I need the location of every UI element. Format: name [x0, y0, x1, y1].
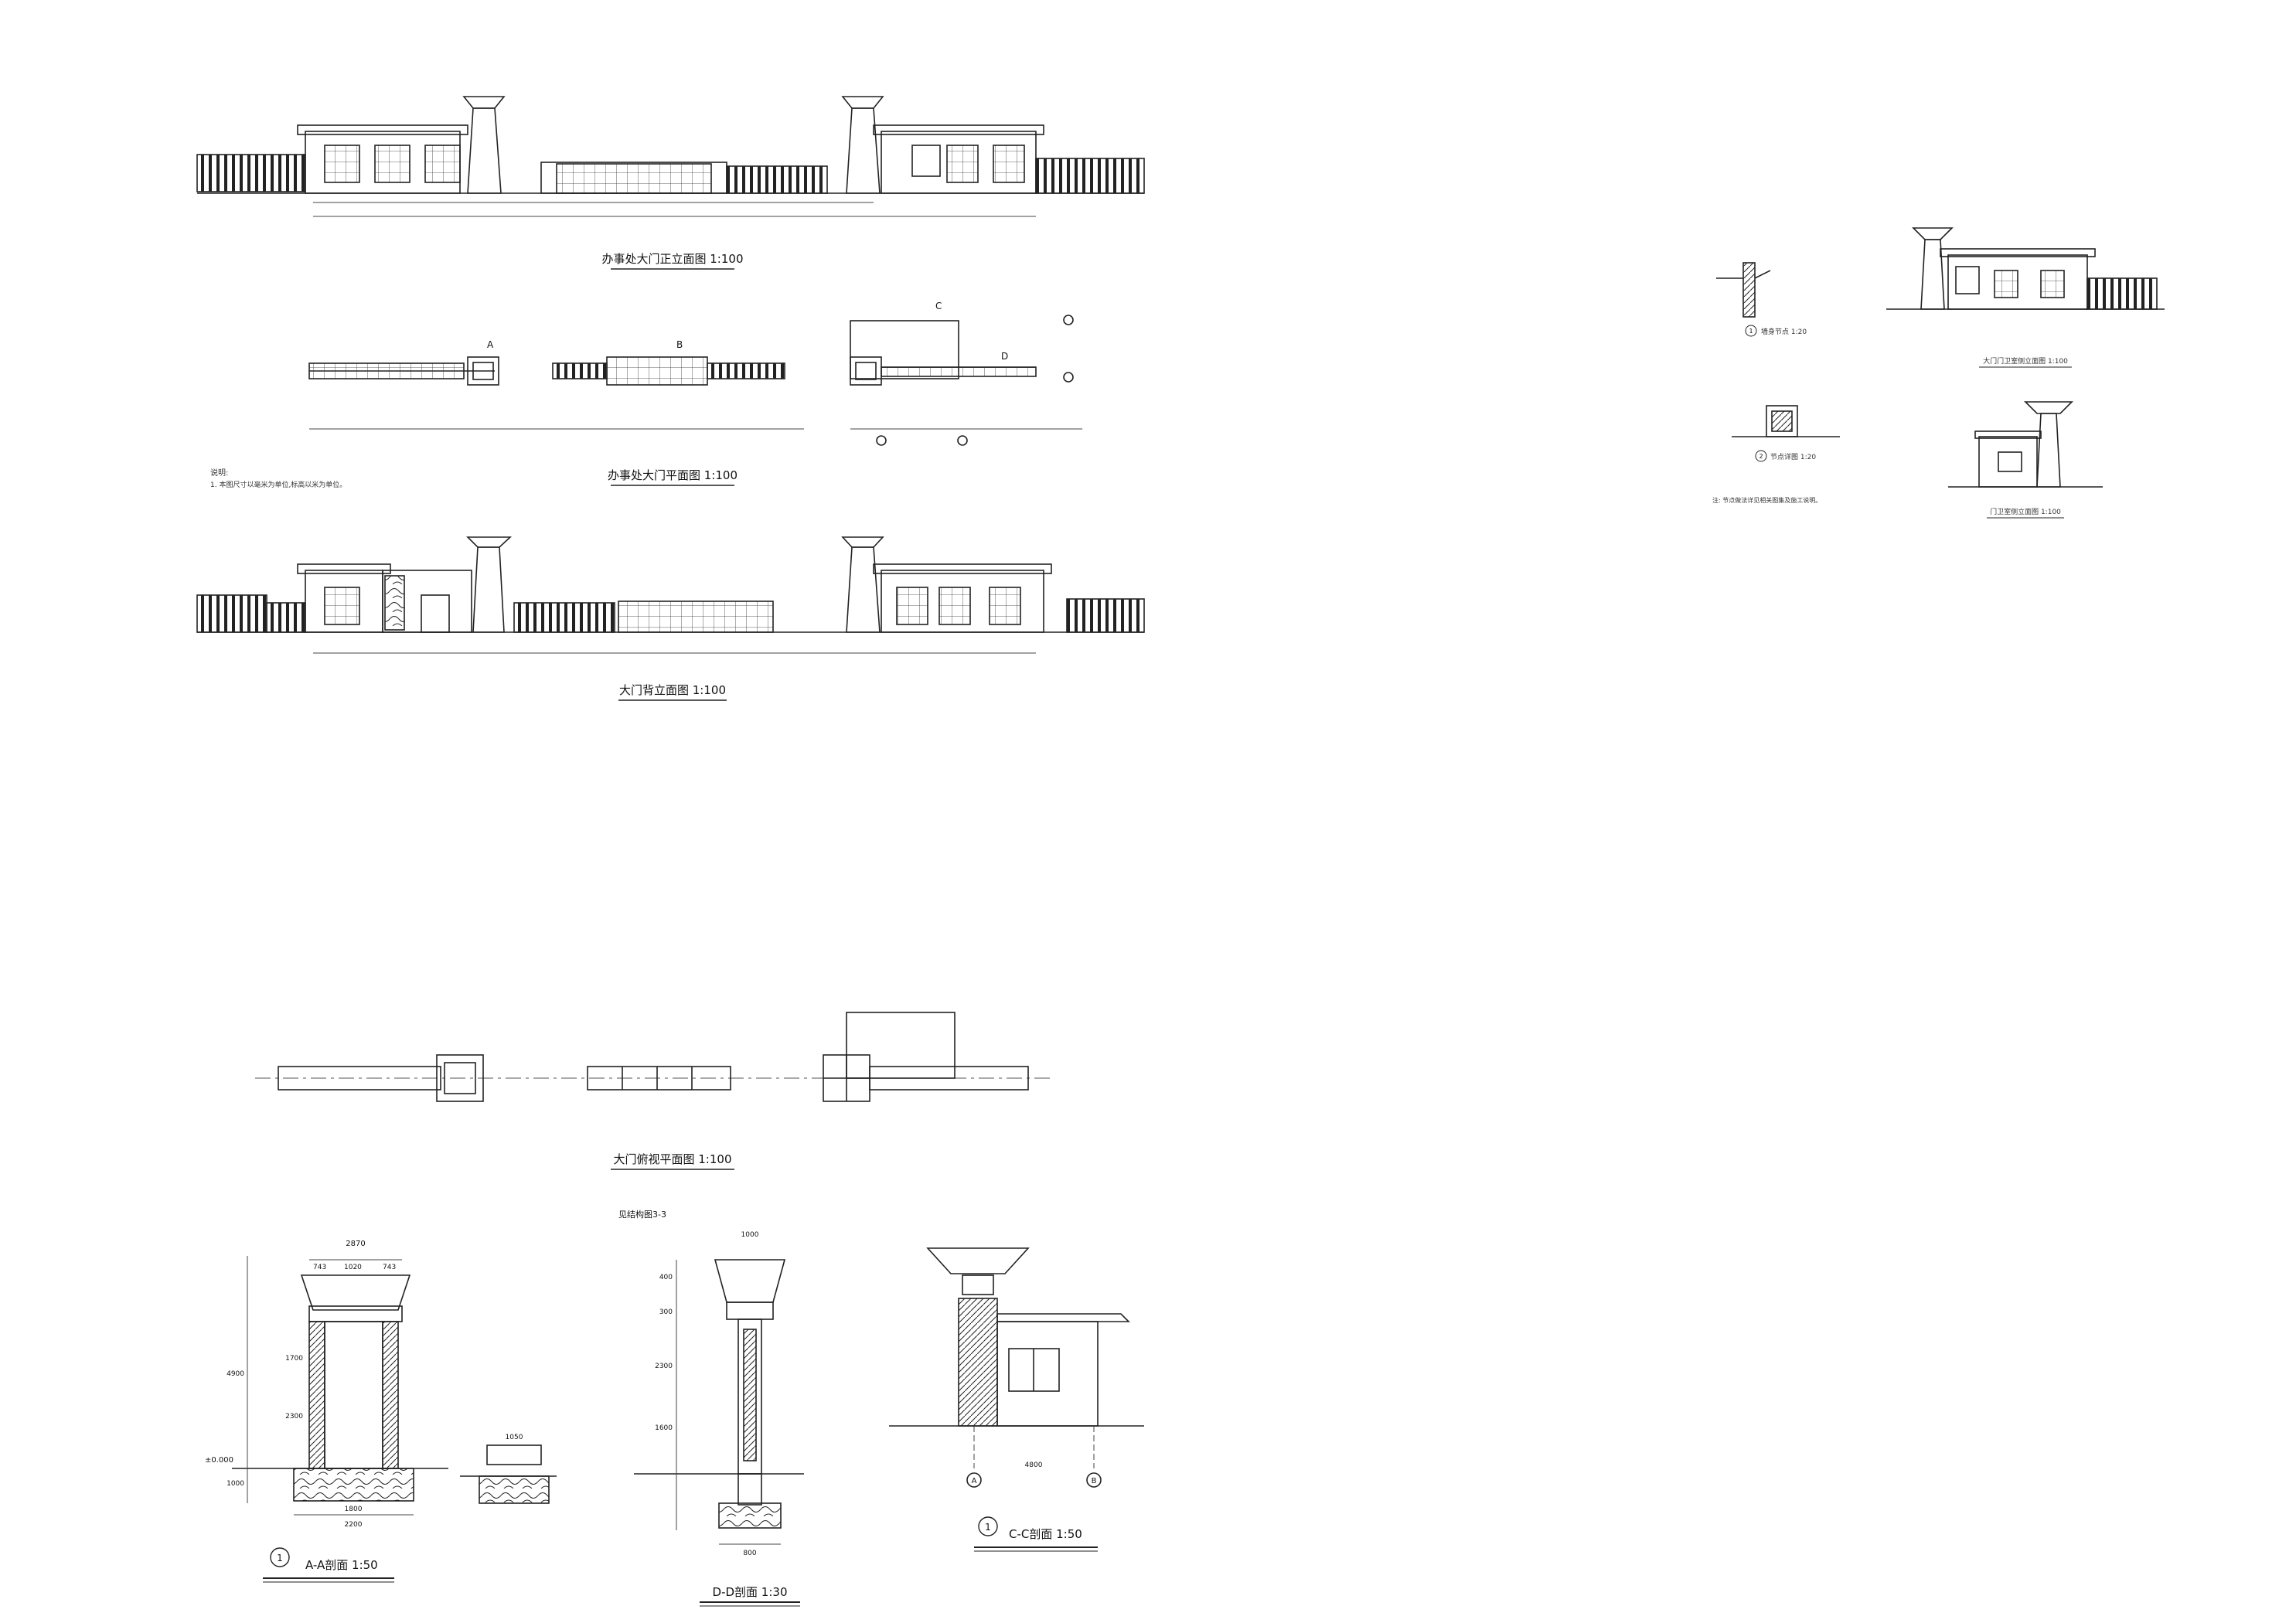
dd-section-group: 见结构图3-3 1000 400 300 2300 1600 800 D-D剖面… [618, 1209, 800, 1607]
section-mark-a: A [487, 339, 494, 350]
detail-2-number: 2 [1759, 453, 1763, 460]
notes-item-1: 1. 本图尺寸以毫米为单位,标高以米为单位。 [210, 480, 346, 489]
aa-level: ±0.000 [205, 1456, 233, 1465]
side-elevation-title: 大门门卫室侧立面图 1:100 [1983, 356, 2068, 366]
dd-section-title: D-D剖面 1:30 [713, 1585, 788, 1599]
cc-grid-b: B [1092, 1477, 1097, 1485]
right-details-drawing [1716, 227, 2165, 488]
cc-section-drawing [889, 1247, 1144, 1488]
dd-h4: 1600 [655, 1424, 673, 1432]
section-mark-c: C [935, 301, 942, 311]
dd-h3: 2300 [655, 1363, 673, 1370]
cc-grid-a: A [972, 1477, 977, 1485]
cc-section-title: C-C剖面 1:50 [1009, 1527, 1082, 1541]
detail-1-title: 墙身节点 1:20 [1761, 327, 1807, 336]
dd-label: 见结构图3-3 [618, 1209, 666, 1220]
detail-1-number: 1 [1749, 328, 1753, 335]
cc-width: 4800 [1025, 1461, 1043, 1469]
aa-top-part-3: 743 [383, 1264, 396, 1271]
dd-h2: 300 [659, 1308, 673, 1316]
notes-heading: 说明: [210, 468, 228, 478]
roof-plan-drawing [255, 1012, 1051, 1102]
cc-section-group: A B 4800 1 C-C剖面 1:50 [972, 1461, 1098, 1552]
aa-height: 4900 [227, 1370, 244, 1378]
aa-top-part-1: 743 [313, 1264, 326, 1271]
aa-width-top: 2870 [346, 1240, 365, 1248]
aa-circle-number: 1 [277, 1553, 283, 1563]
plan-group: 办事处大门平面图 1:100 A B C D 说明: 1. 本图尺寸以毫米为单位… [210, 301, 1008, 489]
aa-top-part-2: 1020 [344, 1264, 362, 1271]
guard-side-title: 门卫室侧立面图 1:100 [1990, 507, 2061, 516]
aa-h1: 1700 [285, 1355, 303, 1363]
aa-base: 1000 [227, 1480, 244, 1488]
aa-bottom: 1800 [345, 1506, 363, 1513]
roof-plan-title: 大门俯视平面图 1:100 [614, 1152, 732, 1166]
roof-plan-group: 大门俯视平面图 1:100 [611, 1152, 734, 1170]
back-elevation-title: 大门背立面图 1:100 [619, 683, 726, 697]
dd-h1: 400 [659, 1274, 673, 1281]
front-elevation-drawing [196, 96, 1145, 217]
front-elevation-group: 办事处大门正立面图 1:100 [602, 252, 744, 270]
plan-drawing [308, 315, 1082, 446]
front-elevation-title: 办事处大门正立面图 1:100 [602, 252, 744, 266]
aa-section-title: A-A剖面 1:50 [305, 1558, 378, 1572]
back-elevation-drawing [196, 536, 1145, 654]
detail-2-title: 节点详图 1:20 [1770, 452, 1816, 461]
section-mark-b: B [676, 339, 683, 350]
right-details-group: 1 墙身节点 1:20 大门门卫室侧立面图 1:100 2 节点详图 1:20 … [1712, 325, 2072, 519]
cc-circle-number: 1 [985, 1522, 991, 1533]
aa-h2: 2300 [285, 1413, 303, 1421]
section-mark-d: D [1001, 351, 1008, 362]
aa-bottom-2: 2200 [345, 1521, 363, 1529]
back-elevation-group: 大门背立面图 1:100 [618, 683, 727, 701]
dd-width-top: 1000 [741, 1231, 759, 1239]
detail-note: 注: 节点做法详见相关图集及施工说明。 [1712, 496, 1821, 504]
plan-title: 办事处大门平面图 1:100 [608, 468, 738, 482]
aa-section-group: 2870 743 1020 743 4900 1700 2300 1000 18… [205, 1240, 523, 1583]
dd-section-drawing [634, 1259, 804, 1545]
dd-bottom: 800 [743, 1550, 756, 1557]
small-width: 1050 [506, 1434, 523, 1441]
aa-section-drawing [232, 1256, 557, 1516]
